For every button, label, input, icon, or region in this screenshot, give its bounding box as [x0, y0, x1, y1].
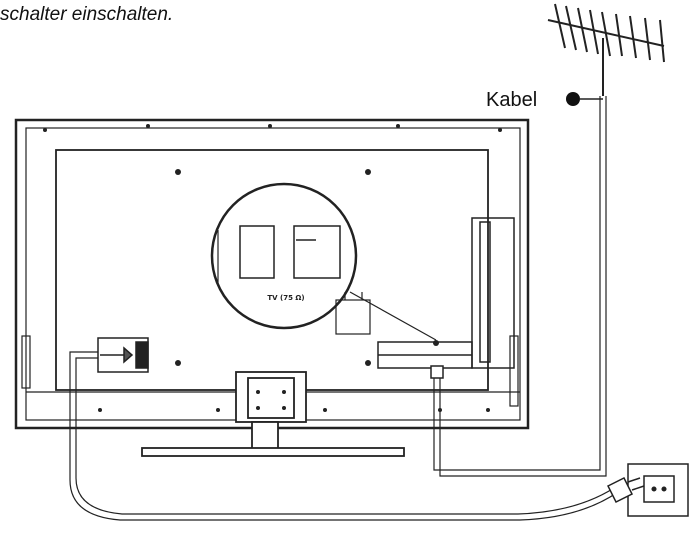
wall-socket-icon — [627, 463, 689, 517]
coax-connector-icon — [430, 365, 444, 379]
power-plug-icon — [606, 476, 645, 504]
power-inlet — [97, 337, 149, 373]
cable-label: Kabel — [486, 89, 538, 111]
magnifier-pointer — [335, 291, 437, 341]
power-cord — [69, 351, 619, 521]
stand-screws — [256, 390, 286, 410]
cable-ball-connector — [566, 92, 580, 106]
antenna-icon — [547, 3, 665, 96]
instruction-caption: schalter einschalten. — [0, 4, 174, 25]
antenna-cable — [433, 96, 607, 477]
tv-port-label: TV (75 Ω) — [267, 294, 304, 302]
tv-stand — [141, 371, 405, 457]
port-magnifier: TV (75 Ω) — [210, 182, 358, 330]
mounting-screws — [43, 124, 502, 412]
side-connector-panel — [377, 217, 515, 369]
